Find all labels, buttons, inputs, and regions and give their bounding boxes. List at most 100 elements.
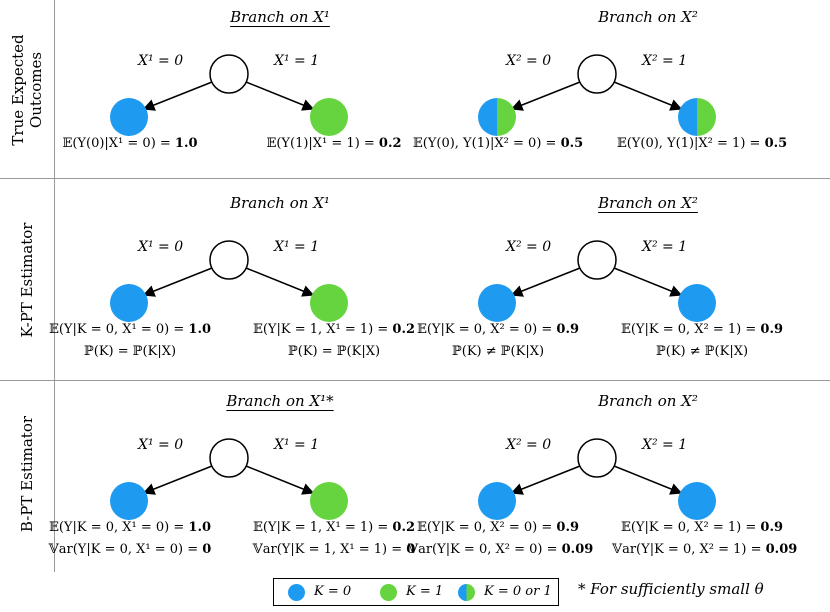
formula-value: 0.09	[561, 542, 594, 557]
right-leaf-node	[678, 98, 716, 136]
left-leaf-node	[478, 98, 516, 136]
formula-expression: ℙ(K) = ℙ(K|X)	[83, 344, 177, 359]
formula-value: 0	[406, 542, 416, 557]
panel-title: Branch on X²	[478, 8, 818, 26]
panel-title-text: Branch on X¹	[230, 8, 330, 26]
left-outcome-formula: 𝔼(Y|K = 0, X¹ = 0) = 1.0	[40, 520, 220, 535]
right-outcome-formula: 𝔼(Y(0), Y(1)|X² = 1) = 0.5	[612, 136, 792, 151]
left-branch-edge	[142, 81, 213, 111]
formula-expression: 𝔼(Y(1)|X¹ = 1) =	[266, 136, 379, 151]
left-outcome-formula: 𝔼(Y(0)|X¹ = 0) = 1.0	[40, 136, 220, 151]
right-leaf-node	[678, 482, 716, 520]
right-branch-edge	[245, 81, 315, 111]
formula-expression: ℙ(K) ≠ ℙ(K|X)	[451, 344, 545, 359]
right-branch-edge	[245, 465, 315, 495]
formula-value: 0	[202, 542, 212, 557]
panel-title-text: Branch on X¹	[230, 194, 330, 212]
legend-either-label: K = 0 or 1	[484, 584, 552, 599]
left-edge-label: X² = 0	[506, 53, 552, 69]
formula-expression: 𝔼(Y(0), Y(1)|X² = 1) =	[616, 136, 765, 151]
left-leaf-node	[478, 482, 516, 520]
column-divider	[54, 178, 55, 380]
formula-expression: 𝕍ar(Y|K = 0, X² = 1) =	[612, 542, 766, 557]
panel-title: Branch on X¹	[110, 8, 450, 26]
left-leaf-node	[110, 98, 148, 136]
formula-value: 0.9	[556, 322, 580, 337]
right-branch-edge	[613, 267, 683, 297]
row-label-bpt: B-PT Estimator	[18, 415, 36, 533]
right-outcome-formula: 𝕍ar(Y|K = 0, X² = 1) = 0.09	[612, 542, 797, 557]
left-outcome-formula: 𝔼(Y|K = 0, X² = 0) = 0.9	[408, 520, 588, 535]
right-outcome-formula: 𝔼(Y(1)|X¹ = 1) = 0.2	[244, 136, 424, 151]
right-edge-label: X² = 1	[642, 437, 688, 453]
left-edge-label: X¹ = 0	[138, 239, 184, 255]
tree-graph	[110, 240, 348, 322]
formula-value: 0.9	[556, 520, 580, 535]
legend-k1-label: K = 1	[406, 584, 444, 599]
tree-panel: Branch on X¹ X¹ = 0 X¹ = 1 𝔼(Y|K = 0, X¹ = …	[49, 194, 490, 394]
formula-expression: 𝕍ar(Y|K = 0, X¹ = 0) =	[48, 542, 203, 557]
panel-title: Branch on X¹	[110, 194, 450, 212]
tree-graph	[478, 54, 716, 136]
panel-title-text: Branch on X¹*	[226, 392, 334, 410]
left-outcome-formula: ℙ(K) ≠ ℙ(K|X)	[408, 344, 588, 359]
formula-value: 1.0	[188, 322, 212, 337]
left-branch-edge	[142, 465, 213, 495]
root-node	[577, 240, 617, 280]
panel-title-text: Branch on X²	[598, 8, 698, 26]
right-outcome-formula: 𝔼(Y|K = 0, X² = 1) = 0.9	[612, 322, 792, 337]
formula-value: 0.2	[392, 520, 416, 535]
row-divider	[0, 380, 830, 381]
legend: K = 0 K = 1 K = 0 or 1	[273, 578, 559, 606]
panel-title-text: Branch on X²	[598, 392, 698, 410]
left-branch-edge	[142, 267, 213, 297]
left-outcome-formula: 𝔼(Y|K = 0, X¹ = 0) = 1.0	[40, 322, 220, 337]
tree-graph	[478, 240, 716, 322]
right-edge-label: X¹ = 1	[274, 239, 320, 255]
formula-expression: 𝔼(Y|K = 0, X² = 0) =	[416, 520, 557, 535]
root-node	[577, 438, 617, 478]
left-branch-edge	[510, 465, 581, 495]
right-outcome-formula: 𝔼(Y|K = 1, X¹ = 1) = 0.2	[244, 520, 424, 535]
right-outcome-formula: 𝔼(Y|K = 1, X¹ = 1) = 0.2	[244, 322, 424, 337]
formula-value: 0.9	[760, 322, 784, 337]
right-outcome-formula: ℙ(K) = ℙ(K|X)	[244, 344, 424, 359]
formula-expression: 𝔼(Y|K = 1, X¹ = 1) =	[252, 520, 393, 535]
left-outcome-formula: 𝔼(Y(0), Y(1)|X² = 0) = 0.5	[408, 136, 588, 151]
panel-title: Branch on X²	[478, 392, 818, 410]
left-edge-label: X¹ = 0	[138, 437, 184, 453]
right-branch-edge	[245, 267, 315, 297]
left-outcome-formula: 𝕍ar(Y|K = 0, X¹ = 0) = 0	[40, 542, 220, 557]
column-divider	[54, 0, 55, 178]
tree-panel: Branch on X² X² = 0 X² = 1 𝔼(Y(0), Y(1)|X² …	[413, 8, 830, 208]
formula-expression: ℙ(K) = ℙ(K|X)	[287, 344, 381, 359]
formula-expression: 𝔼(Y|K = 0, X² = 0) =	[416, 322, 557, 337]
right-edge-label: X² = 1	[642, 239, 688, 255]
row-label-kpt: K-PT Estimator	[18, 222, 36, 338]
root-node	[577, 54, 617, 94]
formula-expression: 𝔼(Y(0), Y(1)|X² = 0) =	[412, 136, 561, 151]
tree-graph	[110, 438, 348, 520]
formula-expression: 𝔼(Y|K = 0, X² = 1) =	[620, 520, 761, 535]
footnote: * For sufficiently small θ	[578, 580, 764, 598]
root-node	[209, 438, 249, 478]
legend-k0-dot	[288, 584, 305, 601]
formula-expression: 𝔼(Y|K = 0, X¹ = 0) =	[48, 322, 189, 337]
column-divider	[54, 380, 55, 572]
left-outcome-formula: ℙ(K) = ℙ(K|X)	[40, 344, 220, 359]
root-node	[209, 54, 249, 94]
formula-value: 1.0	[188, 520, 212, 535]
right-edge-label: X² = 1	[642, 53, 688, 69]
right-leaf-node	[310, 98, 348, 136]
formula-value: 0.5	[764, 136, 788, 151]
formula-value: 0.9	[760, 520, 784, 535]
tree-graph	[110, 54, 348, 136]
legend-either-dot	[458, 584, 475, 601]
formula-expression: 𝔼(Y(0)|X¹ = 0) =	[62, 136, 175, 151]
left-edge-label: X¹ = 0	[138, 53, 184, 69]
